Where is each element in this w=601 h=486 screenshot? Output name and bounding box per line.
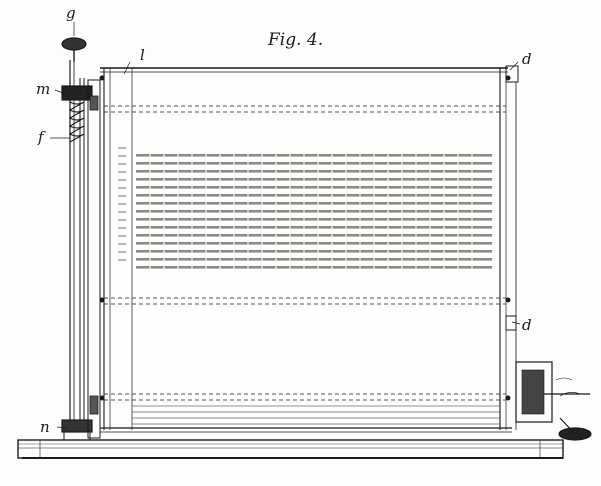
label-n: n [40, 418, 50, 436]
label-d-top: d [522, 50, 532, 68]
label-m: m [36, 80, 51, 98]
label-d-middle: d [522, 316, 532, 334]
printed-number-table [136, 152, 492, 272]
label-g: g [66, 4, 76, 22]
leader-lines [50, 22, 521, 429]
left-post [61, 37, 101, 441]
base [17, 439, 564, 459]
drum-frame [99, 65, 519, 433]
label-l: l [140, 46, 145, 64]
figure-title: Fig. 4. [268, 30, 324, 50]
row-index-marks [118, 147, 126, 261]
crank-handle [515, 361, 592, 441]
label-f: f [38, 128, 44, 146]
